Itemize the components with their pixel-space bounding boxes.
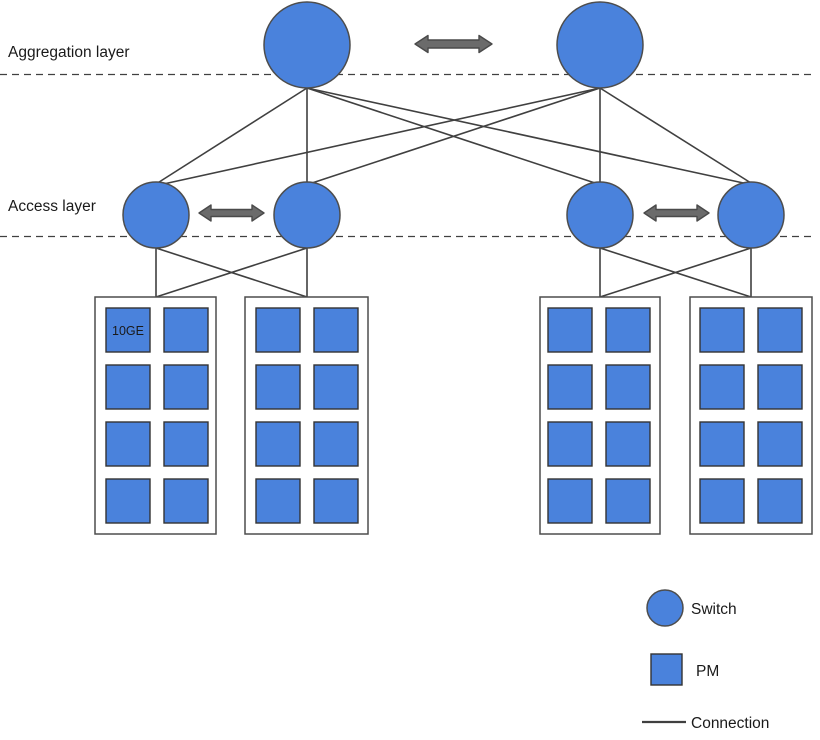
pm-node: [547, 421, 593, 467]
pm-node: [163, 364, 209, 410]
pm-node: [105, 478, 151, 524]
pm-node: [105, 421, 151, 467]
access-rack-connections: [155, 247, 752, 298]
pm-node: [313, 478, 359, 524]
rack-2: [244, 296, 369, 535]
aggregation-switch-2: [556, 1, 644, 89]
aggregation-access-connections: [155, 87, 752, 186]
legend-switch-icon: [646, 589, 684, 627]
rack-1: 10GE: [94, 296, 217, 535]
pm-node: [313, 307, 359, 353]
aggregation-layer-label: Aggregation layer: [8, 44, 130, 61]
connection-line: [155, 87, 308, 185]
pm-node: [163, 307, 209, 353]
pm-node: [757, 478, 803, 524]
pm-node: [255, 421, 301, 467]
pm-node: [255, 307, 301, 353]
connection-line: [599, 247, 752, 298]
legend-pm-icon: [650, 653, 683, 686]
pm-node: [163, 421, 209, 467]
connection-line: [599, 87, 752, 184]
bidirectional-arrow-aggregation: [414, 34, 493, 54]
pm-10ge-label: 10GE: [112, 324, 144, 338]
pm-node: [699, 478, 745, 524]
pm-node: [605, 421, 651, 467]
connection-line: [158, 87, 601, 186]
pm-node: [547, 307, 593, 353]
pm-node: [757, 307, 803, 353]
pm-node: [605, 478, 651, 524]
rack-3: [539, 296, 661, 535]
legend-switch-label: Switch: [691, 601, 737, 618]
bidirectional-arrow-access-left: [198, 204, 265, 222]
pm-node: [699, 421, 745, 467]
pm-node: [105, 364, 151, 410]
pm-node-10ge: [105, 307, 151, 353]
pm-node: [255, 478, 301, 524]
legend-pm-label: PM: [696, 663, 719, 680]
pm-node: [757, 421, 803, 467]
pm-node: [313, 364, 359, 410]
access-switch-3: [566, 181, 634, 249]
pm-node: [255, 364, 301, 410]
rack-4: [689, 296, 813, 535]
connection-line: [308, 87, 601, 185]
pm-node: [605, 364, 651, 410]
aggregation-switch-1: [263, 1, 351, 89]
pm-node: [313, 421, 359, 467]
access-switch-4: [717, 181, 785, 249]
pm-node: [163, 478, 209, 524]
connection-line: [155, 247, 308, 298]
pm-node: [699, 364, 745, 410]
legend: Switch PM Connection: [642, 589, 769, 732]
bidirectional-arrow-access-right: [643, 204, 710, 222]
access-switch-1: [122, 181, 190, 249]
pm-node: [605, 307, 651, 353]
legend-connection-label: Connection: [691, 715, 769, 732]
access-layer-label: Access layer: [8, 198, 96, 215]
pm-node: [757, 364, 803, 410]
pm-node: [699, 307, 745, 353]
pm-node: [547, 364, 593, 410]
connection-line: [306, 87, 749, 185]
pm-node: [547, 478, 593, 524]
access-switch-2: [273, 181, 341, 249]
